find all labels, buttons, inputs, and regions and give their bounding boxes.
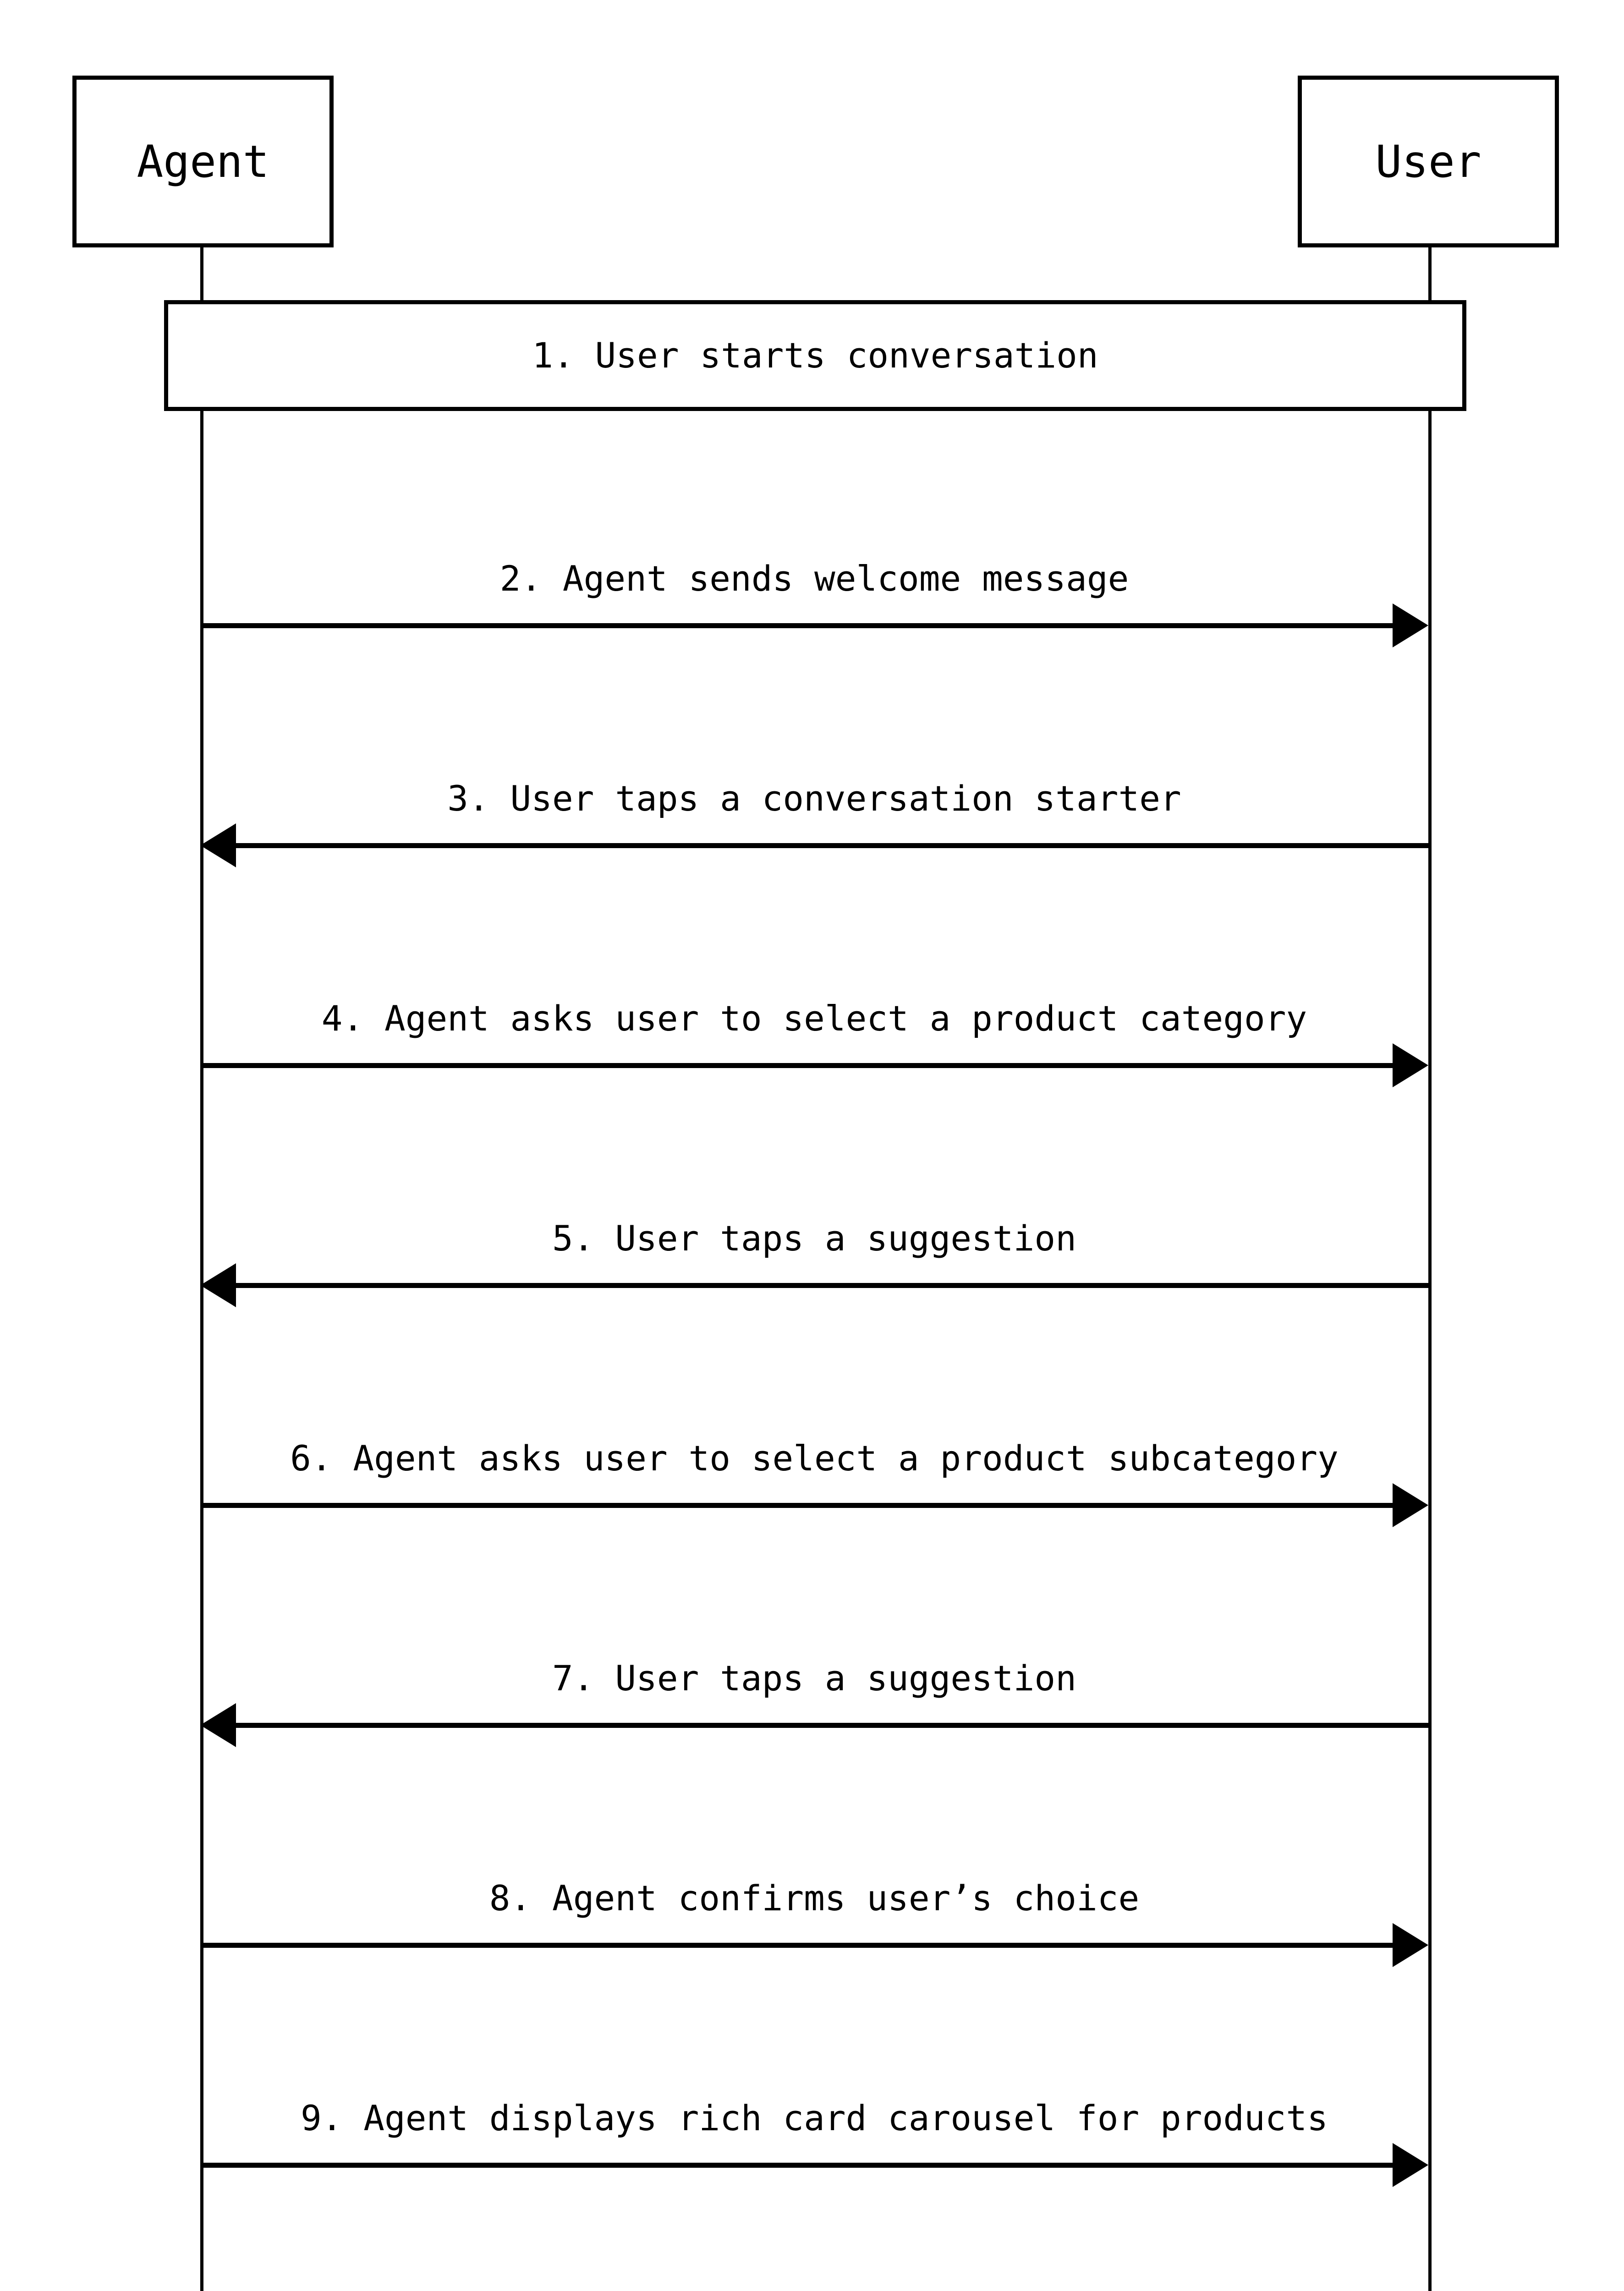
message-6-label: 6. Agent asks user to select a product s… xyxy=(290,1438,1339,1479)
message-4-label: 4. Agent asks user to select a product c… xyxy=(321,998,1307,1039)
lifeline-user xyxy=(1428,247,1432,2291)
message-9-line xyxy=(200,2163,1393,2168)
message-6-arrowhead-right xyxy=(1393,1483,1428,1527)
participant-header-agent-label: Agent xyxy=(137,136,269,187)
message-1-box[interactable]: 1. User starts conversation xyxy=(164,300,1466,411)
participant-header-agent[interactable]: Agent xyxy=(72,76,334,247)
message-3-line xyxy=(236,843,1428,848)
message-5-line xyxy=(236,1283,1428,1288)
message-2-arrowhead-right xyxy=(1393,603,1428,647)
message-9-arrowhead-right xyxy=(1393,2143,1428,2187)
message-2-label: 2. Agent sends welcome message xyxy=(499,558,1129,599)
message-8-arrowhead-right xyxy=(1393,1923,1428,1967)
participant-header-user-label: User xyxy=(1375,136,1481,187)
message-5-arrowhead-left xyxy=(200,1263,236,1307)
message-9-label: 9. Agent displays rich card carousel for… xyxy=(300,2098,1328,2138)
message-7-label: 7. User taps a suggestion xyxy=(552,1658,1076,1699)
message-2-line xyxy=(200,623,1393,628)
message-8-line xyxy=(200,1943,1393,1948)
participant-header-user[interactable]: User xyxy=(1298,76,1559,247)
message-6-line xyxy=(200,1503,1393,1508)
message-7-arrowhead-left xyxy=(200,1703,236,1747)
message-8-label: 8. Agent confirms user’s choice xyxy=(489,1878,1140,1918)
message-5-label: 5. User taps a suggestion xyxy=(552,1218,1076,1259)
message-3-arrowhead-left xyxy=(200,823,236,867)
message-4-arrowhead-right xyxy=(1393,1043,1428,1087)
message-3-label: 3. User taps a conversation starter xyxy=(447,778,1181,819)
message-4-line xyxy=(200,1063,1393,1068)
message-7-line xyxy=(236,1723,1428,1728)
message-1-label: 1. User starts conversation xyxy=(532,334,1098,376)
